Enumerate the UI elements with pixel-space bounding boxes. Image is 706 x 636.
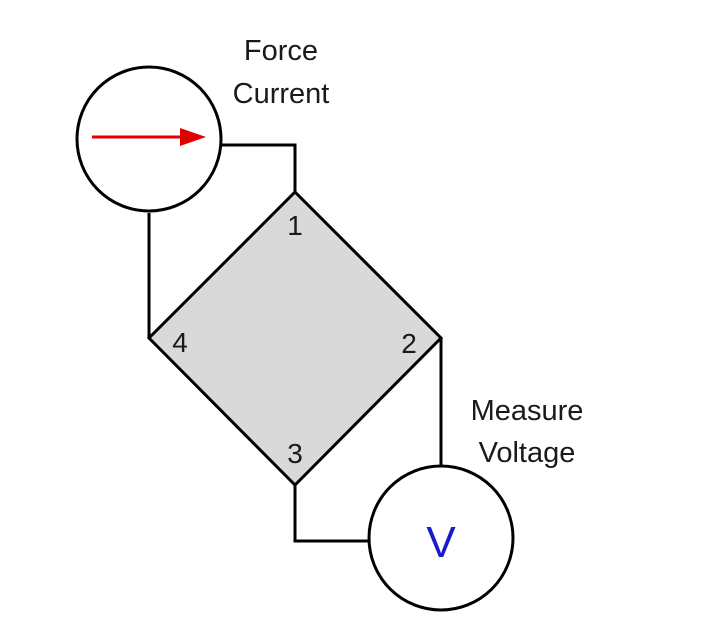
corner-label-4: 4 bbox=[172, 327, 188, 358]
measure-label-line1: Measure bbox=[471, 395, 584, 427]
wire-corner-3-to-voltmeter bbox=[293, 485, 371, 543]
wires bbox=[147, 143, 443, 543]
corner-label-1: 1 bbox=[287, 210, 303, 241]
force-label-line2: Current bbox=[233, 78, 330, 110]
measure-label-line2: Voltage bbox=[479, 437, 576, 469]
corner-label-2: 2 bbox=[401, 328, 417, 359]
sample-square bbox=[146, 189, 444, 488]
voltmeter: V bbox=[367, 464, 515, 612]
arrow-right-icon bbox=[92, 128, 206, 146]
force-label-line1: Force bbox=[244, 35, 318, 67]
current-source bbox=[75, 65, 223, 213]
wire-current-to-corner-1 bbox=[222, 143, 297, 192]
voltmeter-symbol: V bbox=[426, 518, 456, 567]
corner-label-3: 3 bbox=[287, 438, 303, 469]
